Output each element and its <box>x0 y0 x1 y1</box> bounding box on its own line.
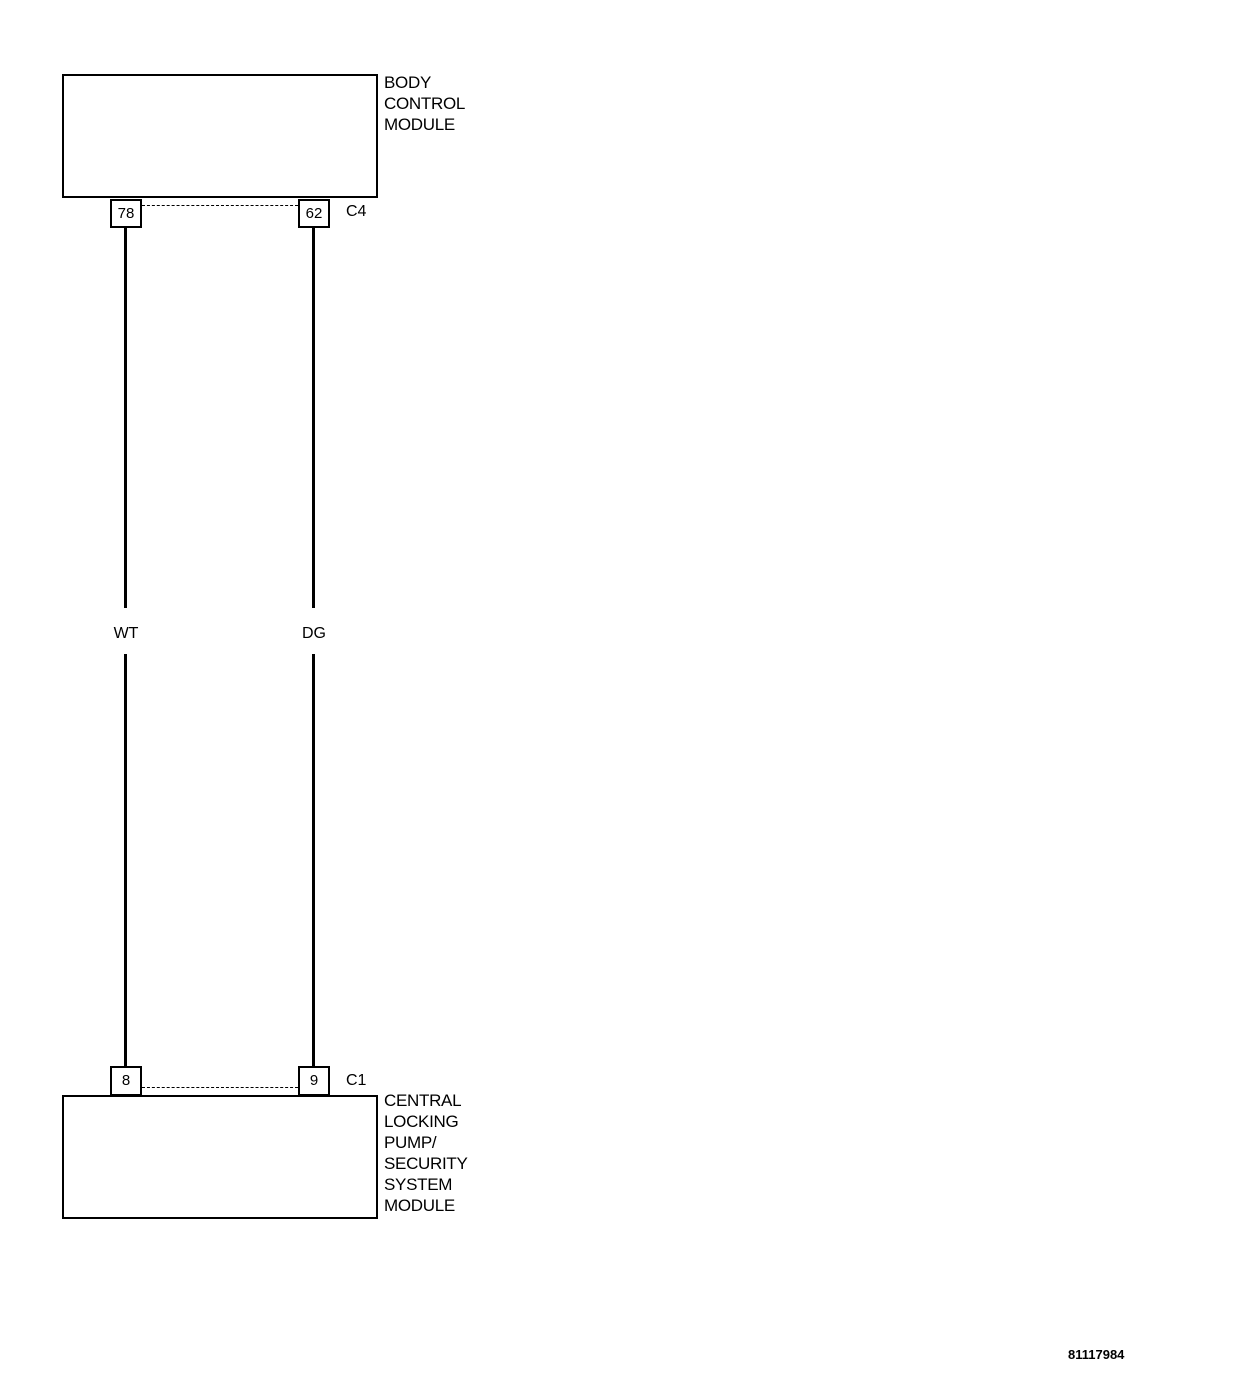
module-label-line: MODULE <box>384 115 455 134</box>
connector-dashed-line <box>142 1087 298 1088</box>
module-label-line: LOCKING <box>384 1112 459 1131</box>
connector-c1-label: C1 <box>346 1072 367 1089</box>
module-label-line: MODULE <box>384 1196 455 1215</box>
body-control-module-label: BODY CONTROL MODULE <box>384 72 465 135</box>
module-label-line: CENTRAL <box>384 1091 462 1110</box>
wire-color-wt: WT <box>113 625 139 642</box>
wire-wt-upper <box>124 228 127 608</box>
connector-c4-label: C4 <box>346 203 367 220</box>
module-label-line: CONTROL <box>384 94 466 113</box>
wire-dg-lower <box>312 654 315 1068</box>
connector-dashed-line <box>142 205 298 206</box>
body-control-module-box <box>62 74 378 198</box>
wire-dg-upper <box>312 228 315 608</box>
pin-62: 62 <box>298 199 330 228</box>
figure-id: 81117984 <box>1068 1347 1125 1362</box>
wire-color-dg: DG <box>302 625 326 642</box>
module-label-line: SYSTEM <box>384 1175 453 1194</box>
module-label-line: BODY <box>384 73 431 92</box>
pin-78: 78 <box>110 199 142 228</box>
pin-8: 8 <box>110 1066 142 1096</box>
wire-wt-lower <box>124 654 127 1068</box>
central-locking-module-label: CENTRAL LOCKING PUMP/ SECURITY SYSTEM MO… <box>384 1090 468 1216</box>
central-locking-module-box <box>62 1095 378 1219</box>
pin-9: 9 <box>298 1066 330 1096</box>
module-label-line: PUMP/ <box>384 1133 437 1152</box>
module-label-line: SECURITY <box>384 1154 468 1173</box>
